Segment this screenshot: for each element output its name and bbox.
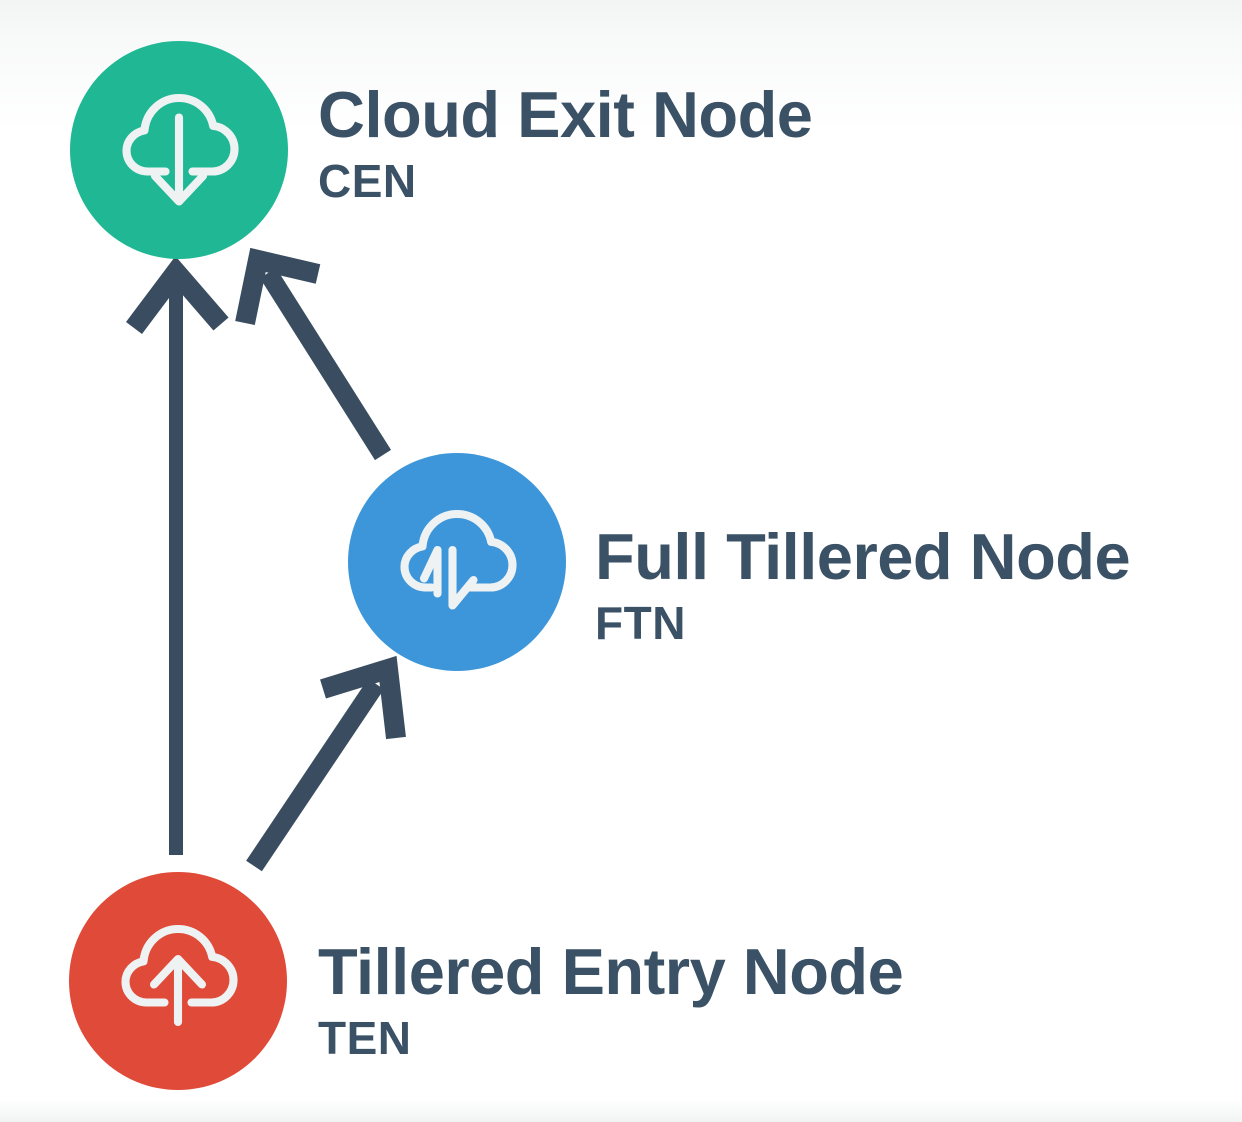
- arrow-ten-to-cen: [126, 256, 229, 855]
- cloud-upload-icon: [121, 924, 238, 1027]
- cloud-transfer-icon: [400, 509, 517, 610]
- node-title-ftn: Full Tillered Node: [595, 520, 1131, 593]
- node-label-cen: Cloud Exit Node CEN: [318, 78, 813, 207]
- arrow-ftn-to-cen: [235, 247, 392, 461]
- node-circle-ten: [69, 872, 287, 1090]
- node-title-ten: Tillered Entry Node: [318, 935, 904, 1008]
- node-label-ten: Tillered Entry Node TEN: [318, 935, 904, 1064]
- arrow-ten-to-ftn: [246, 655, 406, 872]
- node-title-cen: Cloud Exit Node: [318, 78, 813, 151]
- node-abbr-cen: CEN: [318, 155, 417, 207]
- node-label-ftn: Full Tillered Node FTN: [595, 520, 1131, 649]
- node-abbr-ftn: FTN: [595, 597, 686, 649]
- cloud-download-icon: [122, 93, 239, 206]
- node-circle-cen: [70, 41, 288, 259]
- node-circle-ftn: [348, 453, 566, 671]
- node-abbr-ten: TEN: [318, 1012, 412, 1064]
